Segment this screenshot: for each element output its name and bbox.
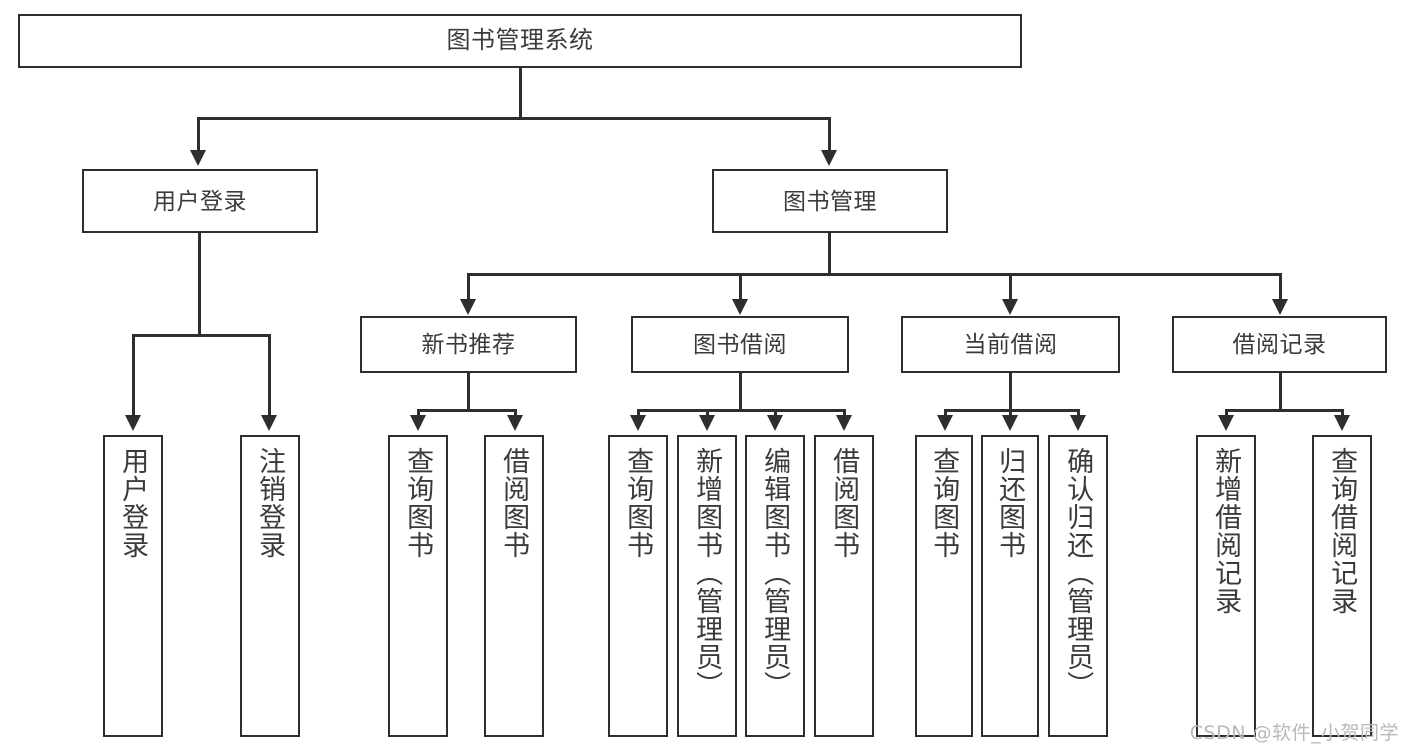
arrowhead-user-login <box>190 150 206 166</box>
connector-level2-bus <box>467 273 1279 276</box>
leaf-borrow-edit-book-admin[interactable]: 编辑图书（管理员） <box>745 435 805 737</box>
node-user-login[interactable]: 用户登录 <box>82 169 318 233</box>
connector-user-login-bus <box>132 334 270 337</box>
node-label: 新书推荐 <box>421 331 516 358</box>
connector-drop-bb-add <box>706 409 709 417</box>
arrowhead-bb-query <box>630 415 646 431</box>
connector-drop-br-add <box>1225 409 1228 417</box>
arrowhead-nb-borrow <box>507 415 523 431</box>
leaf-newbook-query-book[interactable]: 查询图书 <box>388 435 448 737</box>
connector-level1-drop-user-login <box>197 117 200 152</box>
node-label: 用户登录 <box>153 187 247 214</box>
node-label: 归还图书 <box>995 447 1026 559</box>
node-label: 注销登录 <box>255 447 286 559</box>
leaf-user-login[interactable]: 用户登录 <box>103 435 163 737</box>
connector-drop-cb-return <box>1009 409 1012 417</box>
node-label: 确认归还（管理员） <box>1063 447 1094 699</box>
arrowhead-book-borrow <box>732 299 748 315</box>
node-label: 借阅图书 <box>829 447 860 559</box>
connector-new-book-stem <box>467 373 470 411</box>
connector-drop-bb-borrow <box>843 409 846 417</box>
node-label: 图书管理系统 <box>446 27 594 55</box>
node-label: 查询图书 <box>623 447 654 559</box>
node-label: 图书借阅 <box>693 331 787 358</box>
connector-book-borrow-stem <box>739 373 742 411</box>
connector-drop-leaf-user-login <box>132 334 135 417</box>
arrowhead-leaf-user-login <box>125 415 141 431</box>
arrowhead-cb-query <box>937 415 953 431</box>
arrowhead-book-manage <box>821 150 837 166</box>
arrowhead-cb-return <box>1002 415 1018 431</box>
node-label: 查询图书 <box>929 447 960 559</box>
connector-new-book-bus <box>417 409 517 412</box>
node-root-system[interactable]: 图书管理系统 <box>18 14 1022 68</box>
node-label: 借阅记录 <box>1232 331 1327 358</box>
leaf-current-query-book[interactable]: 查询图书 <box>915 435 973 737</box>
connector-drop-br-query <box>1341 409 1344 417</box>
connector-current-borrow-stem <box>1009 373 1012 411</box>
connector-level1-bus <box>197 117 830 120</box>
node-current-borrow[interactable]: 当前借阅 <box>901 316 1120 373</box>
leaf-logout[interactable]: 注销登录 <box>240 435 300 737</box>
arrowhead-nb-query <box>410 415 426 431</box>
node-label: 新增图书（管理员） <box>692 447 723 699</box>
connector-level2-drop-current-borrow <box>1009 273 1012 301</box>
node-new-book-recommend[interactable]: 新书推荐 <box>360 316 577 373</box>
connector-drop-cb-query <box>944 409 947 417</box>
connector-level1-drop-book-manage <box>828 117 831 152</box>
connector-drop-leaf-logout <box>268 334 271 417</box>
arrowhead-cb-confirm <box>1070 415 1086 431</box>
leaf-current-confirm-return-admin[interactable]: 确认归还（管理员） <box>1048 435 1108 737</box>
node-label: 图书管理 <box>783 187 877 214</box>
node-label: 当前借阅 <box>963 331 1058 358</box>
arrowhead-bb-edit <box>767 415 783 431</box>
leaf-record-add-record[interactable]: 新增借阅记录 <box>1196 435 1256 737</box>
leaf-newbook-borrow-book[interactable]: 借阅图书 <box>484 435 544 737</box>
arrowhead-br-add <box>1218 415 1234 431</box>
arrowhead-leaf-logout <box>261 415 277 431</box>
node-label: 借阅图书 <box>499 447 530 559</box>
leaf-borrow-borrow-book[interactable]: 借阅图书 <box>814 435 874 737</box>
arrowhead-new-book <box>460 299 476 315</box>
node-borrow-record[interactable]: 借阅记录 <box>1172 316 1387 373</box>
arrowhead-current-borrow <box>1002 299 1018 315</box>
leaf-borrow-add-book-admin[interactable]: 新增图书（管理员） <box>677 435 737 737</box>
connector-borrow-record-stem <box>1279 373 1282 411</box>
arrowhead-bb-add <box>699 415 715 431</box>
node-label: 新增借阅记录 <box>1211 447 1242 615</box>
connector-drop-nb-borrow <box>514 409 517 417</box>
leaf-borrow-query-book[interactable]: 查询图书 <box>608 435 668 737</box>
watermark-text: CSDN @软件_小贺同学 <box>1189 722 1399 744</box>
connector-level2-drop-book-borrow <box>739 273 742 301</box>
arrowhead-borrow-record <box>1272 299 1288 315</box>
connector-book-borrow-bus <box>637 409 844 412</box>
connector-level2-drop-borrow-record <box>1279 273 1282 301</box>
leaf-current-return-book[interactable]: 归还图书 <box>981 435 1039 737</box>
connector-drop-cb-confirm <box>1077 409 1080 417</box>
arrowhead-br-query <box>1334 415 1350 431</box>
connector-borrow-record-bus <box>1225 409 1343 412</box>
node-book-management[interactable]: 图书管理 <box>712 169 948 233</box>
arrowhead-bb-borrow <box>836 415 852 431</box>
connector-drop-bb-edit <box>774 409 777 417</box>
connector-user-login-stem <box>198 233 201 336</box>
leaf-record-query-record[interactable]: 查询借阅记录 <box>1312 435 1372 737</box>
connector-book-management-stem <box>828 233 831 275</box>
connector-drop-bb-query <box>637 409 640 417</box>
node-label: 用户登录 <box>118 447 149 559</box>
connector-root-stem <box>519 68 522 118</box>
node-label: 编辑图书（管理员） <box>760 447 791 699</box>
node-book-borrow[interactable]: 图书借阅 <box>631 316 849 373</box>
connector-drop-nb-query <box>417 409 420 417</box>
node-label: 查询借阅记录 <box>1327 447 1358 615</box>
connector-level2-drop-new-book <box>467 273 470 301</box>
node-label: 查询图书 <box>403 447 434 559</box>
